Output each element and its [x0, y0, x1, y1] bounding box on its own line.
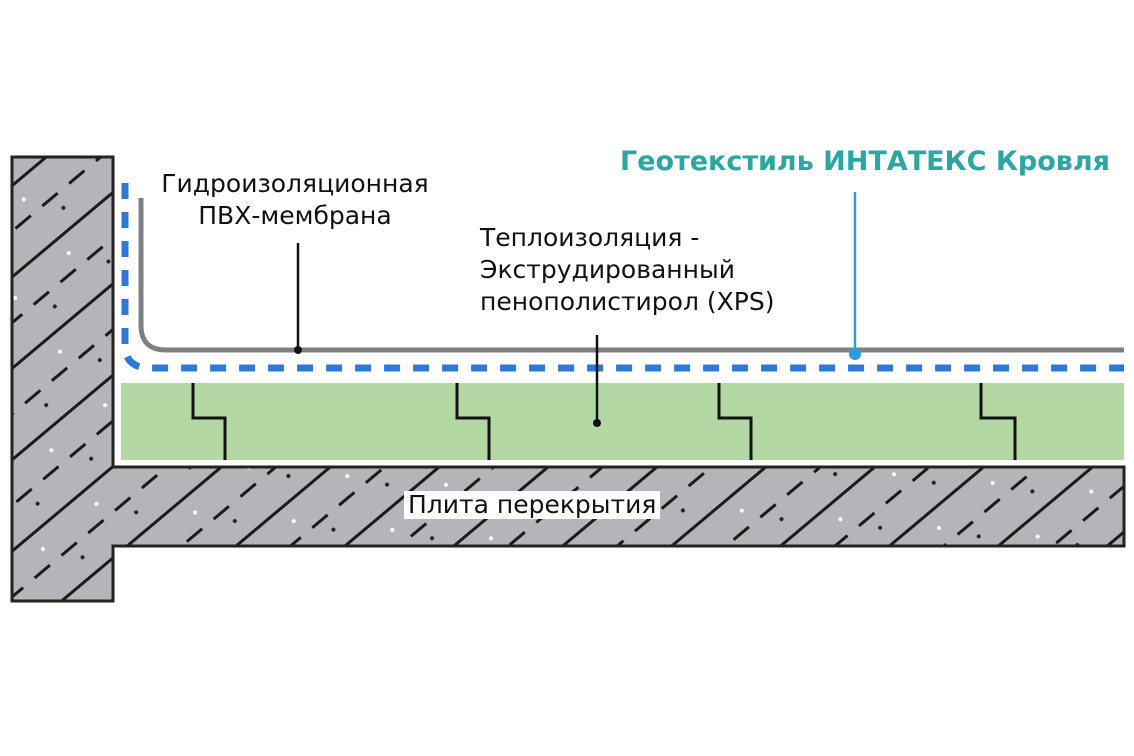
geotextile-layer — [121, 183, 1124, 372]
insulation-joint — [191, 383, 227, 460]
xps-insulation — [121, 383, 1124, 460]
pvc-membrane — [138, 198, 1124, 353]
insulation-joint — [455, 383, 491, 460]
insulation-label-line1: Теплоизоляция - — [480, 223, 700, 252]
insulation-label: Теплоизоляция - Экструдированный пенопол… — [480, 222, 774, 318]
leader-lines — [294, 192, 861, 427]
insulation-label-line2: Экструдированный — [480, 255, 735, 284]
insulation-joints — [191, 383, 1017, 460]
membrane-label: Гидроизоляционная ПВХ-мембрана — [150, 168, 440, 232]
geotextile-label: Геотекстиль ИНТАТЕКС Кровля — [620, 146, 1110, 177]
slab-label: Плита перекрытия — [404, 491, 661, 519]
insulation-leader-dot — [593, 419, 601, 427]
insulation-label-line3: пенополистирол (XPS) — [480, 287, 775, 316]
concrete-wall-and-slab — [10, 155, 1126, 603]
geotextile-leader-dot — [849, 348, 861, 360]
membrane-label-line1: Гидроизоляционная — [161, 169, 429, 198]
membrane-label-line2: ПВХ-мембрана — [198, 201, 392, 230]
insulation-joint — [717, 383, 753, 460]
insulation-joint — [979, 383, 1017, 460]
membrane-leader-dot — [294, 346, 302, 354]
